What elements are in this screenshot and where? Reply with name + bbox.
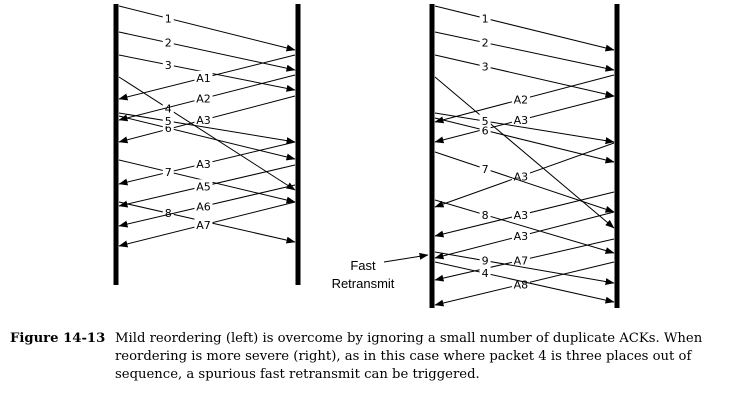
right-arrow-label-10: 8 (482, 209, 489, 222)
right-arrow-label-bg-8 (511, 169, 530, 182)
left-arrow-label-2: 3 (165, 59, 172, 72)
right-arrow-packet-3 (434, 76, 615, 229)
right-arrow-label-4: A2 (514, 93, 529, 106)
right-arrow-label-bg-11 (511, 207, 530, 220)
right-arrow-label-14: 9 (482, 255, 489, 268)
left-arrow-label-14: A7 (196, 219, 211, 232)
left-arrow-label-10: 7 (165, 166, 172, 179)
right-arrow-label-5: A3 (514, 114, 529, 127)
right-arrow-packet-6 (434, 117, 615, 164)
left-arrow-label-bg-12 (162, 206, 174, 219)
fast-retransmit-pointer (383, 252, 429, 263)
right-arrow-label-1: 2 (482, 37, 489, 50)
right-arrow-label-9: 7 (482, 163, 489, 176)
left-arrow-label-bg-13 (194, 199, 213, 212)
right-arrow-packet-1 (434, 31, 615, 72)
right-arrow-label-16: 4 (482, 267, 489, 280)
left-arrow-label-bg-1 (162, 35, 174, 48)
left-arrow-label-bg-9 (194, 156, 213, 169)
right-arrow-label-11: A3 (514, 209, 529, 222)
right-arrow-label-bg-6 (479, 123, 491, 136)
right-arrow-label-bg-2 (479, 59, 491, 72)
right-arrow-label-2: 3 (482, 60, 489, 73)
left-arrow-label-12: 8 (165, 207, 172, 220)
right-arrow-label-bg-16 (479, 266, 491, 279)
left-arrow-packet-7 (118, 115, 296, 161)
right-arrow-label-bg-4 (511, 92, 530, 105)
left-arrow-label-bg-0 (162, 11, 174, 24)
left-arrow-packet-8 (118, 112, 296, 145)
right-arrow-packet-14 (434, 251, 615, 285)
right-arrow-label-7: 5 (482, 115, 489, 128)
right-arrow-label-bg-14 (479, 253, 491, 266)
right-arrow-label-bg-5 (511, 112, 530, 125)
right-arrow-label-8: A3 (514, 170, 529, 183)
right-arrow-label-bg-1 (479, 35, 491, 48)
caption-label: Figure 14-13 (10, 331, 106, 346)
right-arrow-packet-9 (434, 151, 615, 213)
left-arrow-label-3: 4 (165, 103, 172, 116)
right-arrow-label-bg-13 (511, 253, 530, 266)
left-arrow-label-13: A6 (196, 200, 211, 213)
left-arrow-label-bg-8 (162, 114, 174, 127)
left-arrow-label-bg-14 (194, 217, 213, 230)
right-arrow-label-12: A3 (514, 230, 529, 243)
left-arrow-label-9: A3 (196, 158, 211, 171)
left-arrow-label-bg-10 (162, 164, 174, 177)
left-arrow-packet-3 (118, 76, 296, 191)
fast-retransmit-label-line1: Fast (350, 258, 376, 273)
left-arrow-label-11: A5 (196, 180, 211, 193)
right-arrow-packet-10 (434, 199, 615, 254)
left-arrow-label-1: 2 (165, 37, 172, 50)
caption-text: Mild reordering (left) is overcome by ig… (115, 331, 703, 382)
left-arrow-label-8: 5 (165, 115, 172, 128)
left-arrow-label-bg-6 (194, 112, 213, 125)
right-arrow-label-13: A7 (514, 254, 529, 267)
left-arrow-label-0: 1 (165, 12, 172, 25)
right-arrow-packet-2 (434, 54, 615, 98)
left-arrow-label-bg-11 (194, 179, 213, 192)
right-arrow-label-bg-10 (479, 207, 491, 220)
right-arrow-packet-7 (434, 112, 615, 145)
right-arrow-label-6: 6 (482, 124, 489, 137)
right-arrow-packet-16 (434, 261, 615, 304)
right-arrow-label-bg-9 (479, 161, 491, 174)
left-arrow-packet-1 (118, 31, 296, 72)
right-arrow-packet-0 (434, 5, 615, 52)
fast-retransmit-label-line2: Retransmit (332, 276, 395, 291)
right-arrow-label-0: 1 (482, 12, 489, 25)
left-arrow-label-6: A3 (196, 114, 211, 127)
left-arrow-label-bg-5 (194, 91, 213, 104)
right-arrow-label-bg-12 (511, 228, 530, 241)
left-arrow-packet-0 (118, 5, 296, 52)
left-arrow-label-bg-7 (162, 121, 174, 134)
right-panel: 1234A2A365A378A3A3A79A84 Fast Retransmit (332, 4, 620, 308)
left-arrow-label-bg-2 (162, 57, 174, 70)
right-arrow-label-bg-0 (479, 11, 491, 24)
left-arrow-label-bg-4 (194, 70, 213, 83)
left-arrow-label-5: A2 (196, 92, 211, 105)
left-arrow-label-4: A1 (196, 72, 211, 85)
left-arrow-label-7: 6 (165, 122, 172, 135)
right-arrow-label-bg-7 (479, 114, 491, 127)
